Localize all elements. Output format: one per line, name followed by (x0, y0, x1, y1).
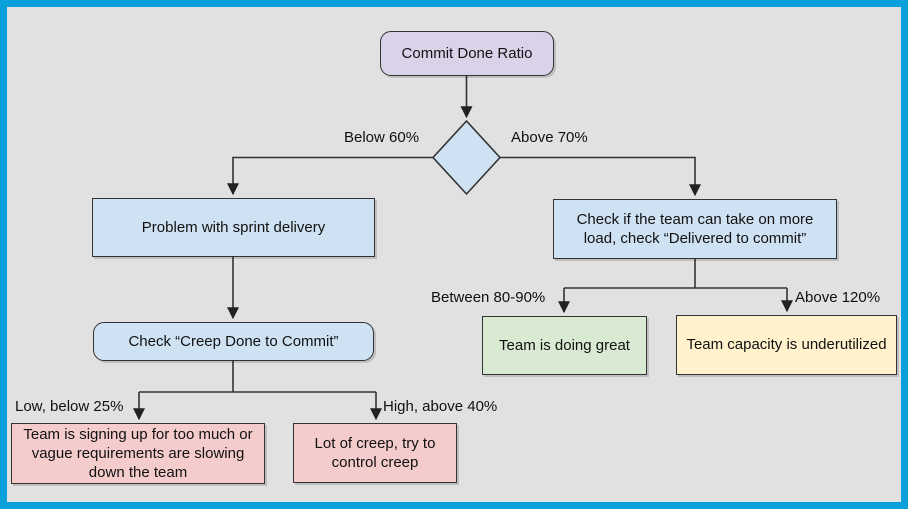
node-commit-done-ratio: Commit Done Ratio (380, 31, 554, 76)
node-capacity-underutilized: Team capacity is underutilized (676, 315, 897, 375)
node-lot-of-creep: Lot of creep, try to control creep (293, 423, 457, 483)
node-problem-with-sprint-delivery-label: Problem with sprint delivery (141, 218, 326, 236)
node-commit-done-ratio-label: Commit Done Ratio (401, 44, 533, 62)
edge-take-more-branch (564, 259, 787, 289)
node-check-creep-done-to-commit: Check “Creep Done to Commit” (93, 322, 374, 361)
node-check-take-on-more-load-label: Check if the team can take on more load,… (576, 210, 814, 247)
edge-label-high-above-40: High, above 40% (383, 398, 498, 415)
node-signing-up-too-much: Team is signing up for too much or vague… (11, 423, 265, 484)
node-capacity-underutilized-label: Team capacity is underutilized (686, 336, 887, 354)
node-signing-up-too-much-label: Team is signing up for too much or vague… (23, 425, 253, 482)
node-check-take-on-more-load: Check if the team can take on more load,… (553, 199, 837, 259)
node-check-creep-done-to-commit-label: Check “Creep Done to Commit” (128, 332, 339, 350)
node-lot-of-creep-label: Lot of creep, try to control creep (314, 434, 436, 471)
edge-label-low-below-25: Low, below 25% (15, 398, 124, 415)
edge-label-below-60: Below 60% (344, 129, 420, 146)
edge-decision-to-take-more (500, 156, 701, 197)
node-team-doing-great-label: Team is doing great (499, 336, 630, 354)
node-team-doing-great: Team is doing great (482, 316, 647, 375)
edge-label-between-80-90: Between 80-90% (431, 289, 546, 306)
edge-decision-to-problem (227, 156, 433, 196)
decision-diamond (431, 119, 502, 196)
edge-check-creep-branch (139, 361, 376, 393)
node-problem-with-sprint-delivery: Problem with sprint delivery (92, 198, 375, 257)
edge-label-above-70: Above 70% (511, 129, 588, 146)
edge-label-above-120: Above 120% (795, 289, 881, 306)
